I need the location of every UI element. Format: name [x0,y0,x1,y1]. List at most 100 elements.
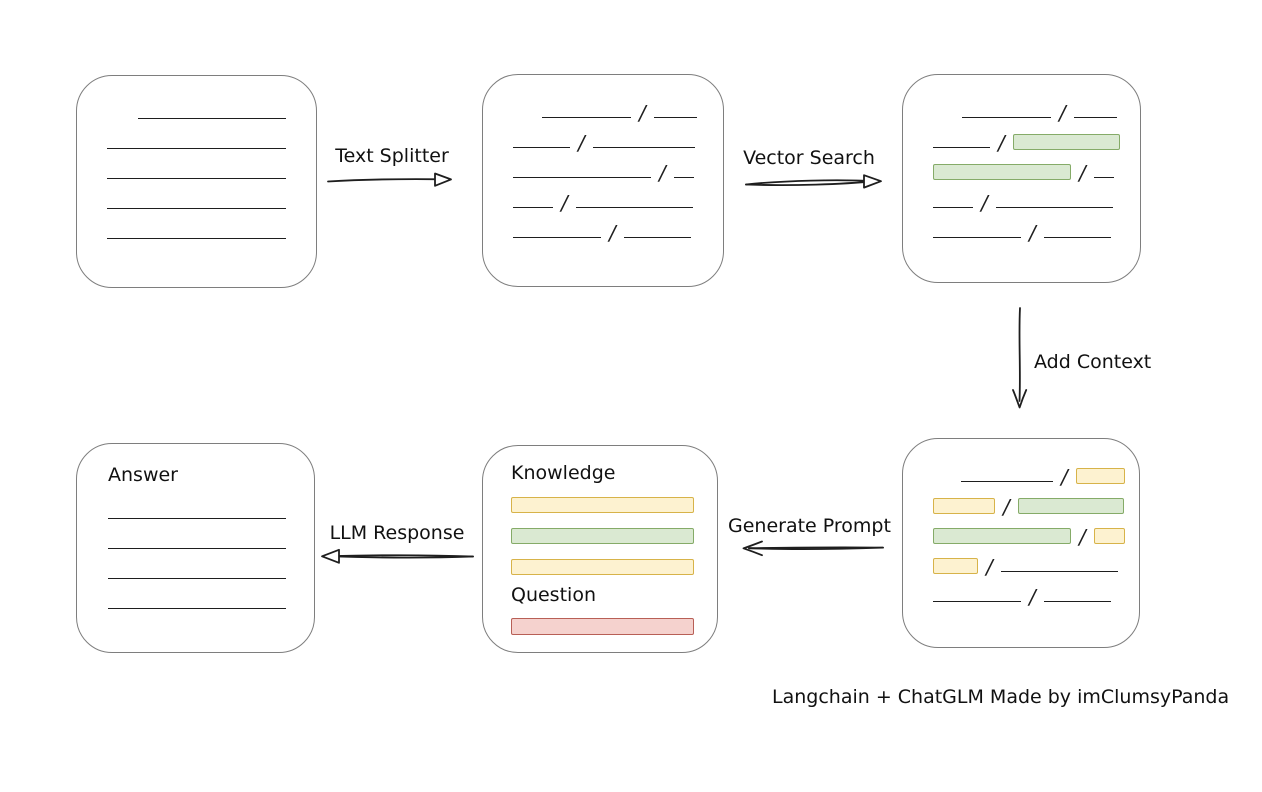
text-line [108,608,286,609]
separator-slash: / [659,161,666,185]
text-line [933,601,1021,602]
question-label: Question [511,584,596,606]
llm-response-arrow-icon [321,548,474,564]
answer-box: Answer [76,443,315,653]
prompt-box: Knowledge Question [482,445,718,653]
sketch-row [107,122,316,152]
separator-slash: / [1029,221,1036,245]
sketch-row [108,492,314,522]
text-line [138,118,286,119]
text-line [592,147,695,148]
add-context-label: Add Context [1034,351,1152,373]
text-line [513,207,553,208]
text-line [108,548,286,549]
text-line [1043,237,1111,238]
separator-slash: / [981,191,988,215]
context-box: ///// [902,438,1140,648]
text-line [513,147,570,148]
yellow-bar [511,497,694,513]
vector-search-arrow-icon [745,174,882,189]
text-line [107,148,286,149]
text-line [673,177,694,178]
text-line [962,117,1051,118]
yellow-highlight [933,558,978,574]
yellow-highlight [933,498,995,514]
question-bars [511,618,694,635]
green-highlight [1012,134,1120,150]
sketch-row: / [933,455,1139,489]
yellow-highlight [1075,468,1125,484]
text-line [1073,117,1117,118]
separator-slash: / [609,221,616,245]
sketch-row [107,152,316,182]
sketch-row: / [513,91,723,125]
add-context-arrow-icon [1012,307,1028,409]
sketch-row [107,92,316,122]
sketch-row: / [933,545,1139,579]
sketch-row: / [933,181,1140,215]
separator-slash: / [1003,495,1010,519]
text-line [933,147,990,148]
sketch-row [107,212,316,242]
text-line [961,481,1053,482]
generate-prompt-arrow-icon [742,540,884,557]
document-lines [77,76,316,242]
text-line [995,207,1113,208]
sketch-row [108,552,314,582]
sketch-row: / [933,575,1139,609]
sketch-row [108,522,314,552]
context-chunk-lines: ///// [903,439,1139,609]
sketch-row: / [933,121,1140,155]
red-bar [511,618,694,635]
text-line [107,238,286,239]
green-highlight [1017,498,1124,514]
green-highlight [933,164,1071,180]
text-line [933,207,973,208]
green-bar [511,528,694,544]
vector-search-label: Vector Search [743,147,875,169]
text-line [108,518,286,519]
text-chunks-box: / / / / / [482,74,724,287]
separator-slash: / [1061,465,1068,489]
sketch-row: / [933,485,1139,519]
credit-text: Langchain + ChatGLM Made by imClumsyPand… [772,686,1230,708]
text-line [653,117,697,118]
sketch-row: / [513,121,723,155]
yellow-bar [511,559,694,575]
text-line [107,208,286,209]
yellow-highlight [1093,528,1125,544]
text-line [107,178,286,179]
source-document-box [76,75,317,288]
separator-slash: / [561,191,568,215]
text-splitter-arrow-icon [327,172,452,187]
text-line [513,177,651,178]
text-line [513,237,601,238]
llm-response-label: LLM Response [329,522,465,544]
answer-lines [77,487,314,612]
sketch-row: / [513,211,723,245]
answer-label: Answer [108,464,178,486]
separator-slash: / [639,101,646,125]
chunk-lines: / / / / / [483,75,723,245]
matched-chunk-lines: / / / / / [903,75,1140,245]
green-highlight [933,528,1071,544]
sketch-row: / [933,515,1139,547]
knowledge-bars [511,497,694,575]
sketch-row [108,582,314,612]
separator-slash: / [1079,161,1086,185]
separator-slash: / [578,131,585,155]
separator-slash: / [1059,101,1066,125]
text-line [623,237,691,238]
separator-slash: / [986,555,993,579]
generate-prompt-label: Generate Prompt [728,515,891,537]
sketch-row: / [513,181,723,215]
text-line [575,207,693,208]
text-splitter-label: Text Splitter [335,145,449,167]
sketch-row: / [933,91,1140,125]
separator-slash: / [998,131,1005,155]
separator-slash: / [1029,585,1036,609]
text-line [1000,571,1118,572]
vector-search-results-box: / / / / / [902,74,1141,283]
sketch-row [107,182,316,212]
